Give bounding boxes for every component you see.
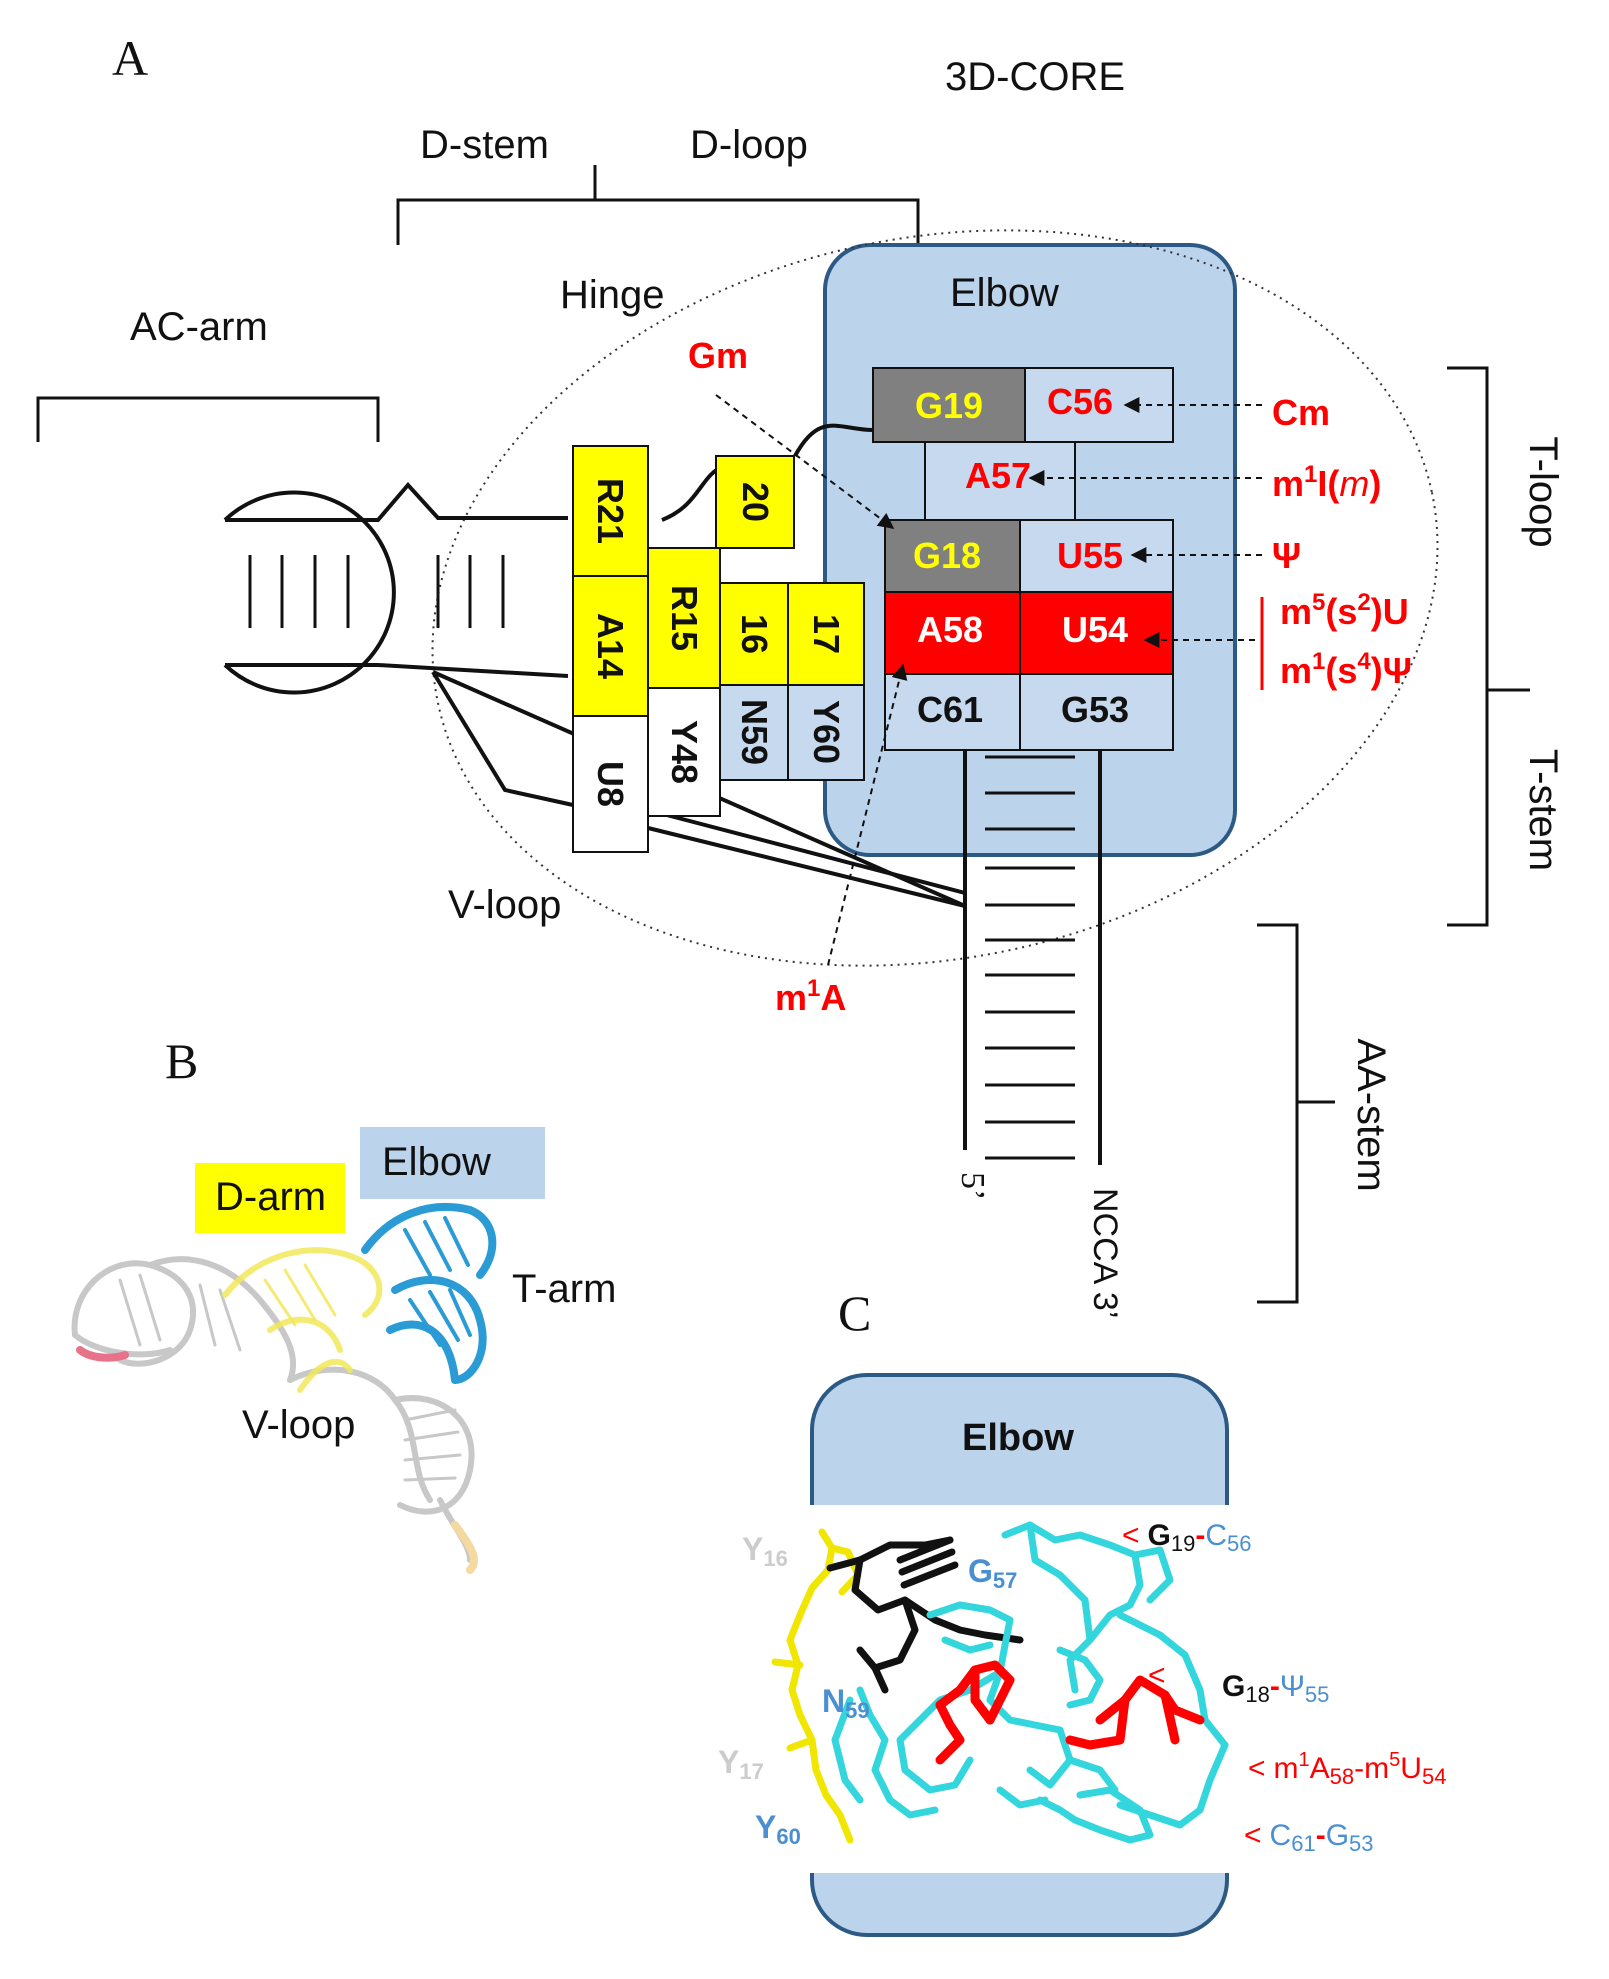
nt-box-g53 xyxy=(1019,673,1174,751)
ac-arm-backbone xyxy=(223,481,569,695)
nt-box-y48 xyxy=(647,687,721,817)
pair-g19-c56: <G19-C56 xyxy=(1122,1519,1252,1556)
nt-c61: C61 xyxy=(917,689,983,730)
pair-lt-mark: < xyxy=(1148,1659,1166,1692)
nt-box-17 xyxy=(787,582,865,686)
t-loop-label: T-loop xyxy=(1521,436,1565,547)
nt-16: 16 xyxy=(734,614,775,654)
mod-m1i: m1I(m) xyxy=(1272,461,1381,504)
core-label: 3D-CORE xyxy=(945,55,1125,99)
mod-cm: Cm xyxy=(1272,392,1330,433)
label-y16: Y16 xyxy=(742,1531,788,1571)
panel-b-d-arm-label: D-arm xyxy=(215,1175,326,1219)
elbow-label: Elbow xyxy=(950,271,1059,315)
v-loop-label: V-loop xyxy=(448,883,561,927)
panel-b-d-arm-box xyxy=(195,1163,345,1233)
nt-y48: Y48 xyxy=(664,720,705,784)
t-region-nucleotides xyxy=(872,367,1174,751)
nt-a57: A57 xyxy=(965,455,1031,496)
label-y60: Y60 xyxy=(755,1809,801,1849)
mod-psi: Ψ xyxy=(1272,535,1301,576)
nt-g18: G18 xyxy=(913,535,981,576)
d-arm-bracket xyxy=(396,165,920,252)
pair-g18-psi55: G18-Ψ55 xyxy=(1222,1670,1329,1707)
t-stem-label: T-stem xyxy=(1521,749,1565,871)
nt-box-a58 xyxy=(884,591,1021,675)
t-arm-bracket xyxy=(1447,366,1530,927)
nt-u55: U55 xyxy=(1057,535,1123,576)
panel-c-stick-model xyxy=(771,1521,1229,1844)
panel-b-letter: B xyxy=(165,1033,198,1089)
nt-box-n59 xyxy=(719,684,789,781)
nt-17: 17 xyxy=(806,614,847,654)
nt-20: 20 xyxy=(735,482,776,522)
acceptor-stem xyxy=(963,750,1102,1165)
core-ellipse xyxy=(431,229,1439,967)
nt-n59: N59 xyxy=(734,699,775,765)
nt-r21: R21 xyxy=(590,478,631,544)
nt-g53: G53 xyxy=(1061,689,1129,730)
ac-arm-label: AC-arm xyxy=(130,305,268,349)
panel-b-v-loop-label: V-loop xyxy=(242,1403,355,1447)
nt-g19: G19 xyxy=(915,385,983,426)
nt-a58: A58 xyxy=(917,609,983,650)
ac-arm-bracket xyxy=(36,396,380,442)
label-y17: Y17 xyxy=(718,1744,764,1784)
pair-m1a58-m5u54: <m1A58-m5U54 xyxy=(1248,1749,1446,1789)
nt-box-y60 xyxy=(787,684,865,781)
label-n59: N59 xyxy=(822,1683,870,1723)
modification-arrows xyxy=(715,394,1262,966)
aa-stem-label: AA-stem xyxy=(1349,1038,1393,1191)
panel-c-letter: C xyxy=(838,1285,871,1341)
nt-box-r21 xyxy=(572,445,649,577)
panel-b-t-arm-label: T-arm xyxy=(512,1267,616,1311)
g19-connector xyxy=(793,423,874,457)
nt-y60: Y60 xyxy=(806,700,847,764)
mod-m1s4psi: m1(s4)Ψ xyxy=(1280,648,1412,691)
panel-b-elbow-label: Elbow xyxy=(382,1140,491,1184)
label-g57: G57 xyxy=(968,1553,1017,1593)
mod-m5s2u: m5(s2)U xyxy=(1280,589,1409,632)
nt-a14: A14 xyxy=(590,613,631,679)
panel-c-elbow-label: Elbow xyxy=(962,1417,1074,1459)
five-prime-label: 5’ xyxy=(954,1172,991,1200)
d-stem-label: D-stem xyxy=(420,123,549,167)
panel-b-elbow-box xyxy=(360,1127,545,1199)
nt-u8: U8 xyxy=(590,761,631,807)
aa-stem-bracket xyxy=(1257,923,1335,1304)
mod-gm: Gm xyxy=(688,335,748,376)
nt-box-20 xyxy=(715,455,795,549)
pair-c61-g53: <C61-G53 xyxy=(1244,1819,1374,1856)
mod-m1a: m1A xyxy=(775,975,846,1018)
panel-a-letter: A xyxy=(112,30,148,86)
ac-stem-pairs xyxy=(248,555,505,628)
nt-r15: R15 xyxy=(664,585,705,651)
trna-3d-cartoon xyxy=(71,1203,497,1574)
stem-base-pairs xyxy=(985,755,1075,1160)
d-region-nucleotides xyxy=(572,445,865,853)
nt-u54: U54 xyxy=(1062,609,1128,650)
d-loop-connector xyxy=(661,464,725,522)
hinge-label: Hinge xyxy=(560,273,665,317)
three-prime-label: NCCA 3’ xyxy=(1086,1188,1124,1318)
d-loop-label: D-loop xyxy=(690,123,808,167)
nt-c56: C56 xyxy=(1047,381,1113,422)
